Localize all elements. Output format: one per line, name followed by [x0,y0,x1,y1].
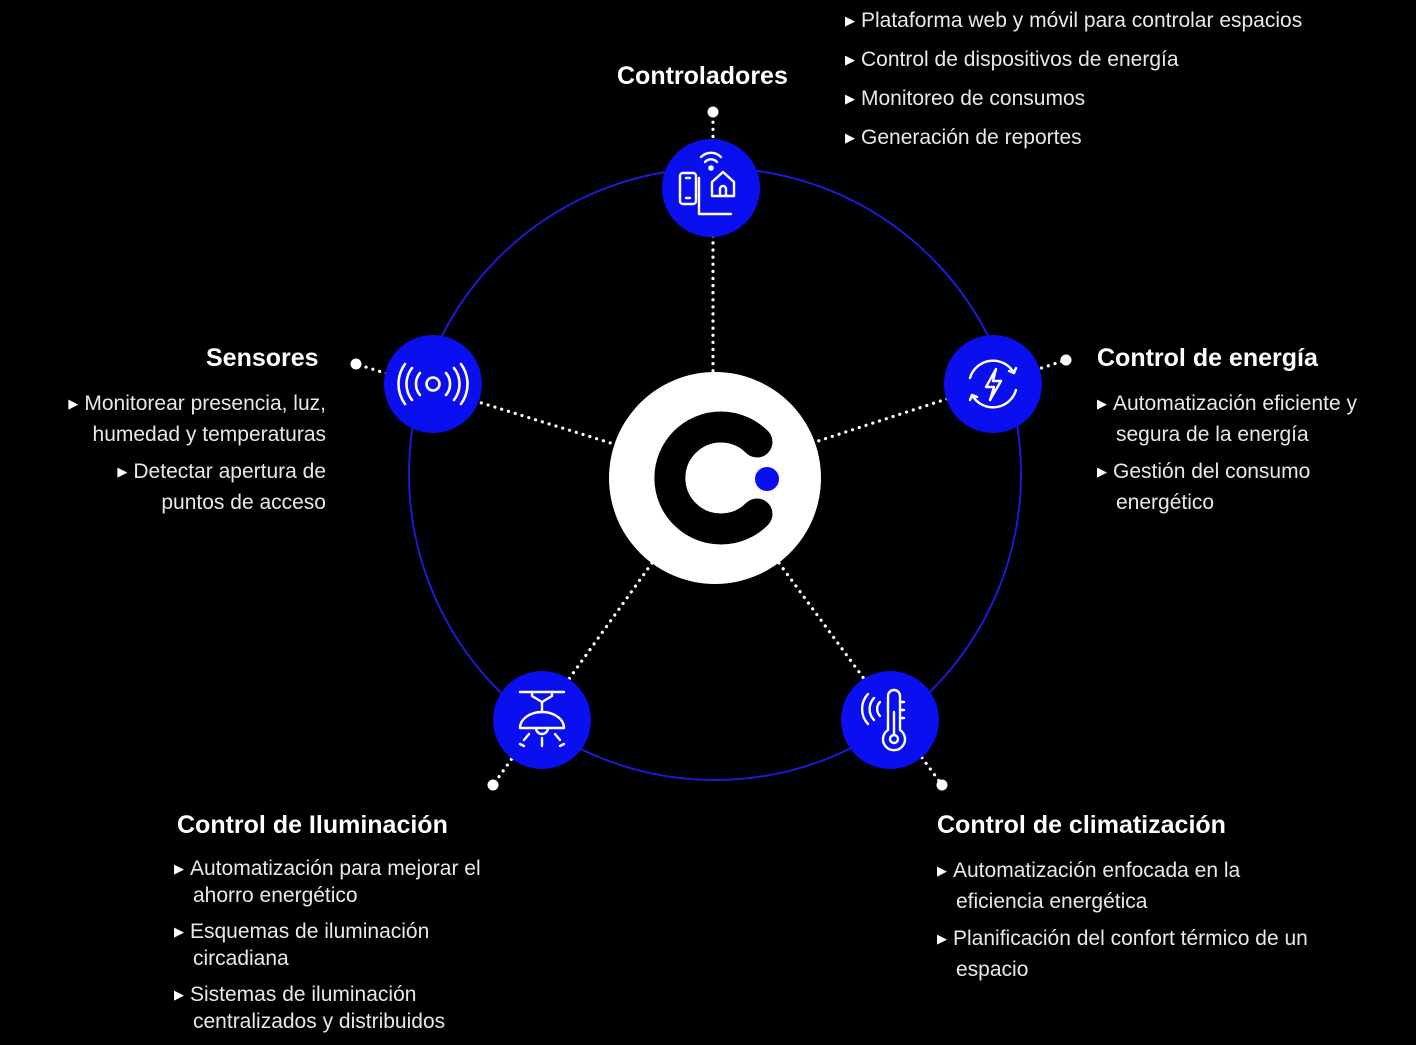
node-controladores [662,139,760,237]
energy-cycle-icon [968,359,1018,409]
bullet-item: Generación de reportes [845,123,1405,154]
bullet-item: Monitoreo de consumos [845,84,1405,115]
title-energia: Control de energía [1097,344,1318,372]
node-energia [944,335,1042,433]
bullets-climatizacion: Automatización enfocada en la eficiencia… [937,856,1327,984]
smartphone-home-wifi-icon [678,151,736,216]
bullet-item: Plataforma web y móvil para controlar es… [845,6,1405,37]
title-controladores: Controladores [617,62,788,90]
bullets-energia: Automatización eficiente y segura de la … [1097,389,1397,517]
bullet-item: Automatización enfocada en la eficiencia… [937,856,1327,916]
bullet-item: Monitorear presencia, luz, humedad y tem… [20,389,326,449]
circle-c-logo [654,411,773,545]
node-climatizacion [841,671,939,769]
bullet-item: Gestión del consumo energético [1097,457,1397,517]
bullets-iluminacion: Automatización para mejorar el ahorro en… [174,856,524,1045]
bullets-sensores: Monitorear presencia, luz, humedad y tem… [20,389,326,517]
endpoint-controladores [707,106,719,118]
thermometer-icon [860,688,907,752]
endpoint-iluminacion [487,779,499,791]
endpoint-sensores [350,358,362,370]
title-sensores: Sensores [206,344,319,372]
bullet-item: Planificación del confort térmico de un … [937,924,1327,984]
bullet-item: Automatización para mejorar el ahorro en… [174,856,524,908]
endpoint-climatizacion [936,779,948,791]
hub-logo [609,372,821,584]
sensor-signal-icon [397,362,469,406]
node-iluminacion [493,671,591,769]
bullets-controladores: Plataforma web y móvil para controlar es… [845,6,1405,154]
node-sensores [384,335,482,433]
bullet-item: Automatización eficiente y segura de la … [1097,389,1397,449]
connector-energia [810,358,1068,445]
hub-circle [609,372,821,584]
bullet-item: Control de dispositivos de energía [845,45,1405,76]
bullet-item: Detectar apertura de puntos de acceso [20,457,326,517]
ceiling-lamp-icon [518,690,566,748]
bullet-item: Esquemas de iluminación circadiana [174,919,524,971]
title-iluminacion: Control de Iluminación [177,811,448,839]
logo-accent-dot [755,467,779,491]
bullet-item: Sistemas de iluminación centralizados y … [174,982,524,1034]
endpoint-energia [1060,354,1072,366]
title-climatizacion: Control de climatización [937,811,1226,839]
